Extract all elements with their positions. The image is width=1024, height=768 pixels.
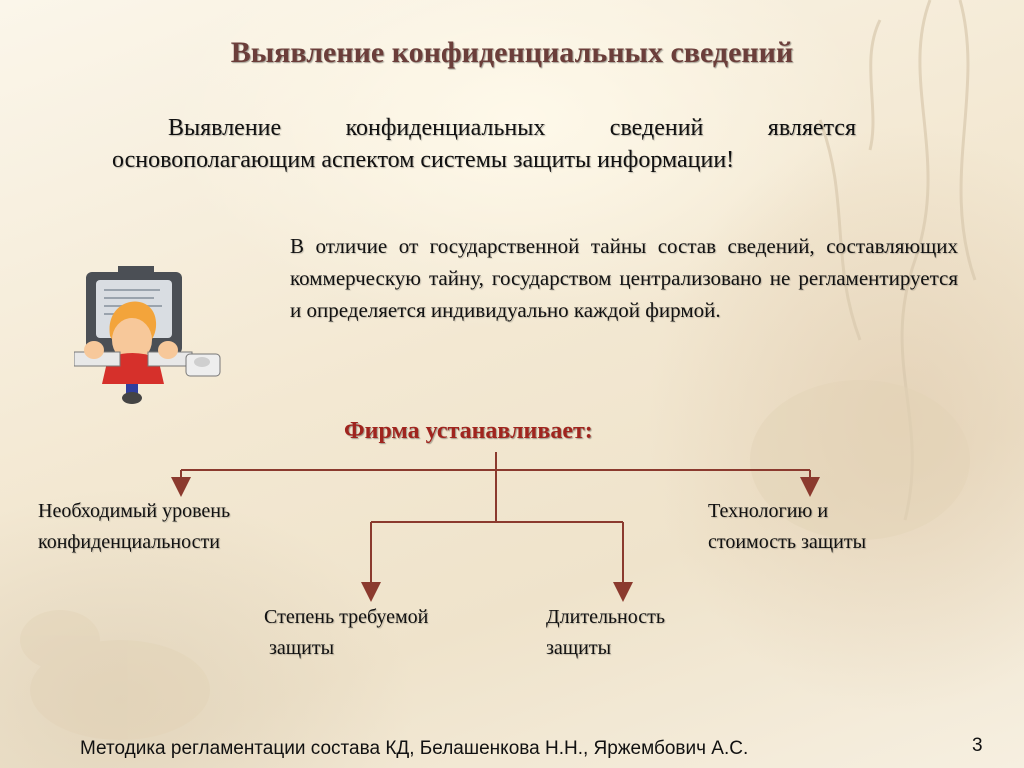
node-protection-degree: Степень требуемой защиты [264,602,504,664]
node-line: Необходимый уровень [38,500,231,522]
node-line: Длительность [546,606,665,628]
commercial-secret-paragraph: В отличие от государственной тайны соста… [290,230,958,326]
node-line: защиты [546,637,612,659]
intro-text: Выявление конфиденциальных сведений явля… [112,112,856,176]
page-number: 3 [972,735,983,756]
node-line: защиты [264,637,335,659]
node-protection-duration: Длительность защиты [546,602,746,664]
node-line: конфиденциальности [38,531,220,553]
paragraph-text: В отличие от государственной тайны соста… [290,234,958,322]
footer-caption: Методика регламентации состава КД, Белаш… [80,738,749,759]
page-title: Выявление конфиденциальных сведений [230,36,794,69]
person-at-computer-icon [74,266,221,404]
node-confidentiality-level: Необходимый уровень конфиденциальности [38,496,318,558]
node-line: Технологию и [708,500,829,522]
firm-heading: Фирма устанавливает: [344,418,593,444]
node-line: стоимость защиты [708,531,867,553]
intro-statement: Выявление конфиденциальных сведений явля… [112,115,856,173]
node-technology-cost: Технологию и стоимость защиты [708,496,948,558]
node-line: Степень требуемой [264,606,429,628]
